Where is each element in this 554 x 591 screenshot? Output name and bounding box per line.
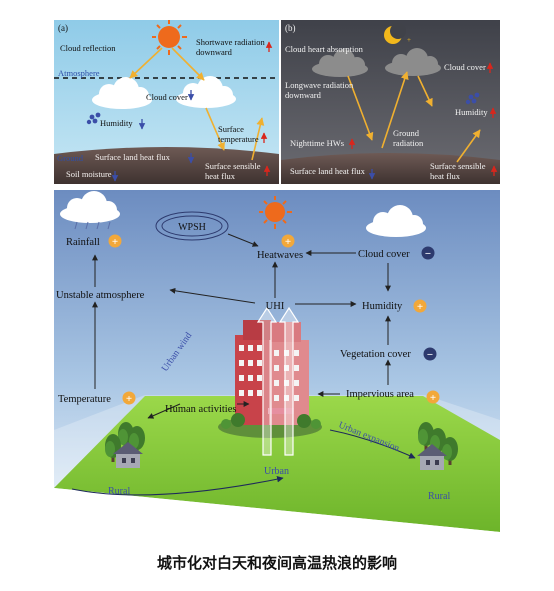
ground-radiation-label-2: radiation — [393, 138, 424, 148]
urban-label: Urban — [264, 466, 289, 477]
svg-text:+: + — [407, 36, 411, 44]
sensible-heat-arrow — [251, 117, 265, 161]
humidity-label: Humidity — [100, 118, 133, 128]
cloud-cover-label: Cloud cover — [146, 92, 188, 102]
uhi-to-unstable-arrow — [169, 287, 256, 304]
surface-land-heat-flux-label: Surface land heat flux — [95, 152, 171, 162]
wpsh-icon — [155, 211, 229, 241]
human-to-rural-arrow — [147, 403, 181, 419]
panel-a-ground — [54, 147, 279, 184]
sun-icon — [152, 20, 187, 55]
cloud-heart-absorption-label: Cloud heart absorption — [285, 44, 364, 54]
rainfall-label: Rainfall — [66, 237, 100, 248]
panel-a-label: (a) — [58, 23, 68, 33]
panel-c-mechanism: WPSH Heatwaves Cloud cover Rainfall Unst… — [54, 190, 500, 535]
night-cloud-cover-label: Cloud cover — [444, 62, 486, 72]
ground-label: Ground — [57, 153, 84, 163]
svg-text:+: + — [417, 301, 423, 313]
cloud-cover-label-c: Cloud cover — [358, 249, 410, 260]
rural-to-urban-arrow — [71, 475, 284, 496]
svg-text:−: − — [425, 248, 431, 260]
downward-arrow — [205, 107, 225, 151]
night-surface-sensible-heat-flux-label-2: heat flux — [430, 171, 461, 181]
unstable-atmosphere-label: Unstable atmosphere — [56, 290, 145, 301]
ground-radiation-label-1: Ground — [393, 128, 420, 138]
panel-b-label: (b) — [285, 23, 296, 33]
sun-icon — [259, 196, 292, 229]
svg-text:+: + — [430, 392, 436, 404]
grass-plane — [54, 396, 500, 532]
atmosphere-label: Atmosphere — [58, 68, 100, 78]
humidity-label-c: Humidity — [362, 301, 403, 312]
uhi-rising-arrows-icon — [256, 306, 300, 456]
vegetation-cover-label: Vegetation cover — [340, 349, 411, 360]
longwave-arrow — [347, 75, 374, 141]
night-humidity-label: Humidity — [455, 107, 488, 117]
temperature-label: Temperature — [58, 394, 111, 405]
plus-badge-icon: + — [108, 234, 122, 248]
svg-text:+: + — [285, 236, 291, 248]
rural-left-label: Rural — [108, 486, 130, 497]
figure-caption: 城市化对白天和夜间高温热浪的影响 — [156, 554, 397, 572]
svg-text:−: − — [427, 349, 433, 361]
surface-sensible-heat-flux-label-2: heat flux — [205, 171, 236, 181]
svg-text:+: + — [112, 236, 118, 248]
panel-a-day: (a) Cloud reflection Shortwave radiation… — [54, 20, 279, 184]
shortwave-label-1: Shortwave radiation — [196, 37, 265, 47]
longwave-label-2: downward — [285, 90, 322, 100]
wpsh-label: WPSH — [178, 222, 206, 233]
urban-building-icon — [218, 320, 322, 438]
plus-badge-icon: + — [426, 390, 440, 404]
soil-moisture-label: Soil moisture — [66, 169, 112, 179]
rain-cloud-icon — [60, 191, 120, 230]
humidity-drops-icon — [465, 92, 480, 105]
wpsh-to-heatwaves-arrow — [227, 233, 259, 247]
cloud-emission-arrow — [417, 75, 433, 107]
uhi-label: UHI — [266, 301, 285, 312]
surface-temperature-label-1: Surface — [218, 124, 244, 134]
shortwave-arrow — [171, 47, 205, 81]
nighttime-hws-label: Nighttime HWs — [290, 138, 344, 148]
heatwaves-label: Heatwaves — [257, 250, 303, 261]
plus-badge-icon: + — [122, 391, 136, 405]
panel-b-night: + (b) Cloud heart absorption Cloud cover… — [281, 20, 500, 184]
impervious-area-label: Impervious area — [346, 389, 414, 400]
longwave-label-1: Longwave radiation — [285, 80, 354, 90]
human-activities-label: Human activities — [165, 404, 236, 415]
sensible-heat-arrow — [456, 129, 481, 163]
minus-badge-icon: − — [421, 246, 435, 260]
urban-expansion-arrow — [329, 429, 416, 459]
moon-icon: + — [384, 23, 411, 44]
svg-text:+: + — [126, 393, 132, 405]
plus-badge-icon: + — [413, 299, 427, 313]
plus-badge-icon: + — [281, 234, 295, 248]
night-surface-land-heat-flux-label: Surface land heat flux — [290, 166, 366, 176]
rural-right-label: Rural — [428, 491, 450, 502]
humidity-drops-icon — [86, 112, 101, 125]
minus-badge-icon: − — [423, 347, 437, 361]
cloud-reflection-label: Cloud reflection — [60, 43, 116, 53]
panel-b-ground — [281, 153, 500, 184]
night-surface-sensible-heat-flux-label-1: Surface sensible — [430, 161, 486, 171]
shortwave-label-2: downward — [196, 47, 233, 57]
surface-sensible-heat-flux-label-1: Surface sensible — [205, 161, 261, 171]
ground-radiation-arrow — [381, 71, 409, 149]
reflection-arrow — [129, 47, 163, 79]
surface-temperature-label-2: temperature — [218, 134, 259, 144]
